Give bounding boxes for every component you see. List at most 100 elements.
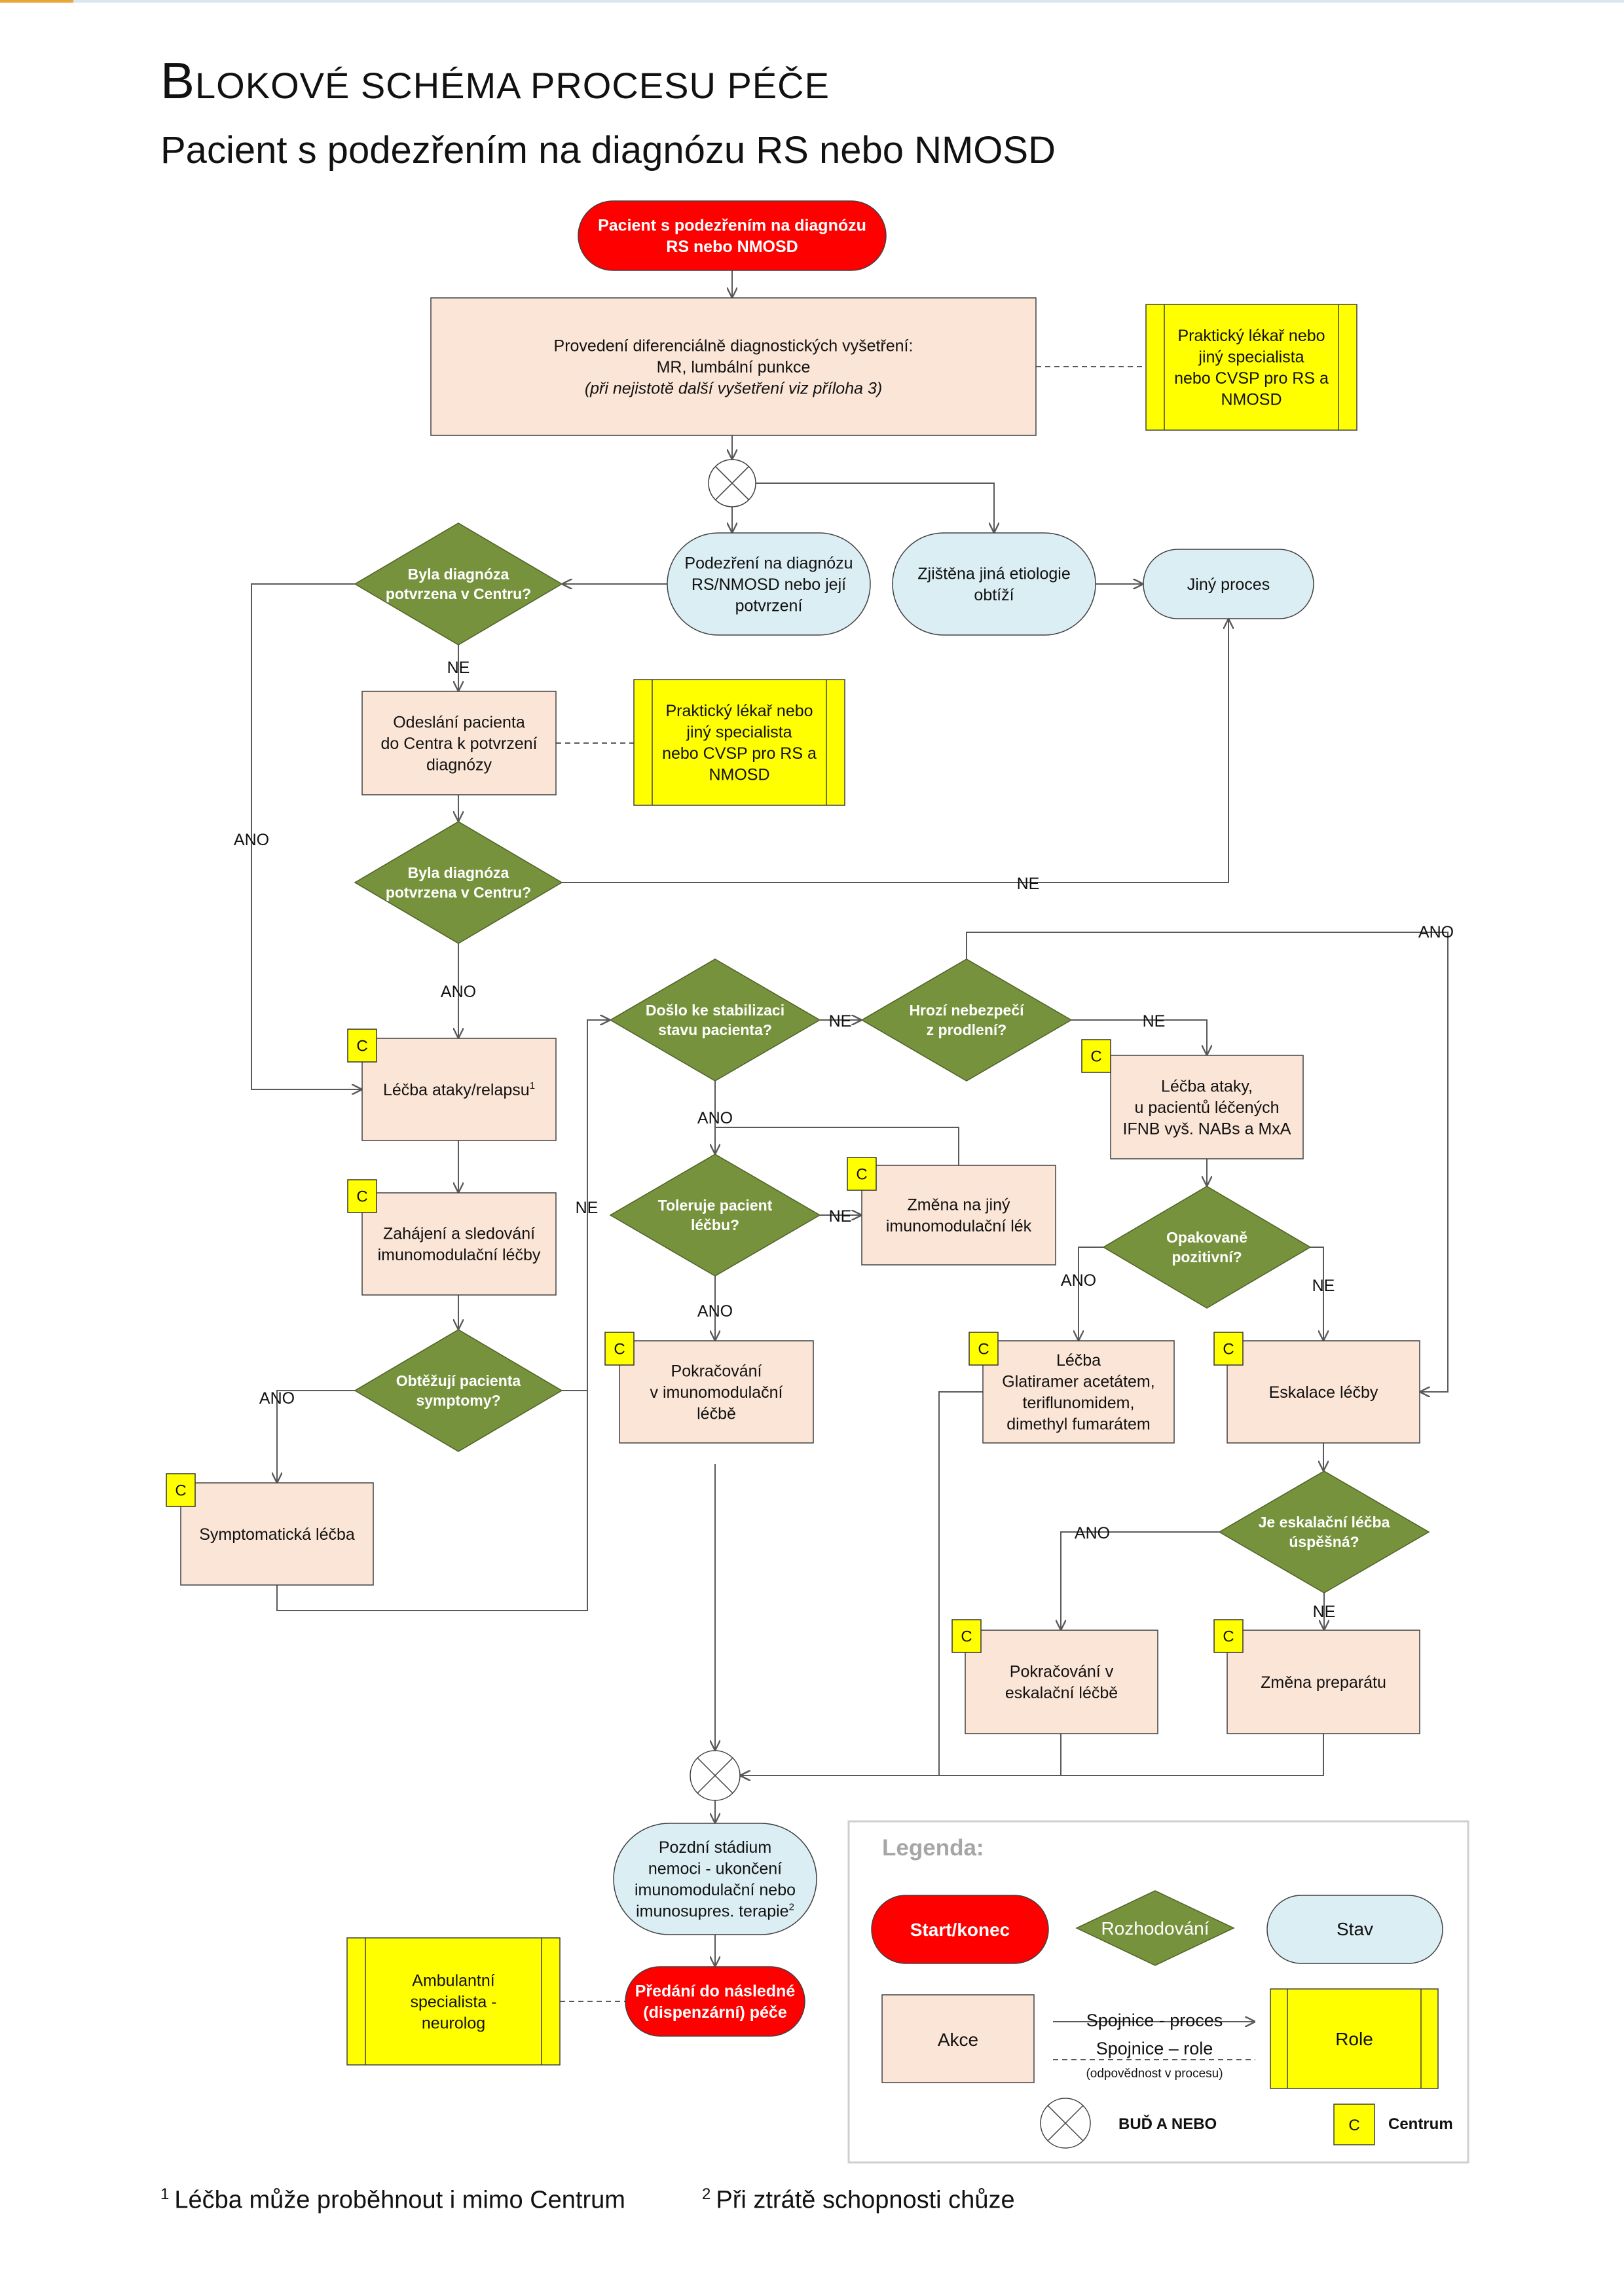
text-line: Hrozí nebezpečí [909, 1002, 1025, 1019]
text-line: C [614, 1340, 625, 1358]
text-line: nemoci - ukončení [648, 1860, 782, 1878]
legend-state-swatch [1266, 1895, 1443, 1964]
state-box [1143, 549, 1314, 619]
role-box [346, 1937, 561, 2066]
connectors [251, 270, 1449, 2002]
text-line: Léčba ataky/relapsu [383, 1081, 530, 1099]
text-line: dimethyl fumarátem [1006, 1415, 1151, 1434]
process-connector [715, 1127, 959, 1165]
text-line: Došlo ke stabilizaci [646, 1002, 784, 1019]
text-line: diagnózy [426, 756, 492, 774]
legend-decision-swatch [1075, 1890, 1235, 1966]
action-text: Pokračování v imunomodulační léčbě [650, 1362, 783, 1423]
legend-start-end-swatch [871, 1895, 1049, 1964]
terminal-text: Předání do následné(dispenzární) péče [635, 1982, 796, 2022]
text-line: potvrzení [735, 596, 803, 615]
text-line: Odeslání pacienta [393, 713, 525, 731]
process-connector [1061, 1531, 1219, 1630]
text-line: imunomodulační nebo [635, 1881, 796, 1899]
action-box [982, 1340, 1175, 1444]
centrum-badge-box [347, 1179, 377, 1213]
text-line: v imunomodulační [650, 1383, 783, 1402]
text-line: Léčba [1056, 1351, 1101, 1370]
action-box [361, 691, 557, 795]
text-line: C [356, 1188, 367, 1205]
text-line: léčbě [697, 1404, 736, 1423]
decision-decision_tolerates: Toleruje pacient léčbu? [609, 1154, 821, 1277]
text-line: imunosupres. terapie [636, 1903, 788, 1921]
action-text: Symptomatická léčba [199, 1525, 355, 1544]
text-line: potvrzena v Centru? [386, 884, 531, 901]
text-line: (při nejistotě další vyšetření viz přílo… [585, 379, 882, 397]
text-line: potvrzena v Centru? [386, 585, 531, 602]
centrum-badge: C [347, 1179, 377, 1213]
label-no: NE [1143, 1012, 1166, 1030]
centrum-badge-label: C [1223, 1340, 1234, 1358]
text-line: NMOSD [1221, 391, 1282, 409]
text-line: (dispenzární) péče [643, 2003, 787, 2022]
centrum-badge-label: C [1090, 1048, 1101, 1065]
text-line: nebo CVSP pro RS a [1174, 369, 1329, 388]
action-text: Provedení diferenciálně diagnostických v… [554, 337, 913, 397]
gate-either-or-1 [708, 459, 756, 507]
text-line: NMOSD [709, 766, 769, 784]
process-connector [756, 483, 994, 533]
text-line: RS/NMOSD nebo její [692, 575, 846, 594]
text-line: Praktický lékař nebo [665, 702, 813, 720]
label-no: NE [1017, 875, 1040, 893]
text-line: stavu pacienta? [658, 1021, 772, 1038]
decision-diamond [1102, 1186, 1312, 1309]
legend-centrum-label: Centrum [1388, 2115, 1453, 2133]
text-line: Pokračování [671, 1362, 762, 1380]
state-box [892, 532, 1096, 636]
text-line: Toleruje pacient [658, 1197, 773, 1214]
label-yes: ANO [1075, 1524, 1110, 1542]
centrum-badge: C [1081, 1039, 1111, 1073]
decision-text: Došlo ke stabilizaci stavu pacienta? [646, 1002, 784, 1038]
action-box [430, 297, 1037, 436]
centrum-badge: C [604, 1332, 635, 1366]
title-initial: B [160, 52, 196, 109]
action-text: Léčba ataky/relapsu1 [383, 1080, 535, 1099]
process-connector [276, 1020, 610, 1611]
text-line: Pacient s podezřením na diagnózu [598, 217, 866, 235]
action-box [965, 1630, 1158, 1734]
label-yes: ANO [1061, 1271, 1096, 1290]
text-line: C [175, 1482, 186, 1499]
text-line: Je eskalační léčba [1259, 1514, 1390, 1531]
action-text: Eskalace léčby [1269, 1383, 1378, 1402]
text-line: Léčba ataky, [1161, 1077, 1253, 1095]
title-rest: LOKOVÉ SCHÉMA PROCESU PÉČE [195, 65, 830, 106]
process-connector [1071, 1019, 1207, 1055]
text-line: nebo CVSP pro RS a [662, 744, 817, 763]
superscript: 2 [789, 1902, 794, 1913]
process-connector [966, 932, 1449, 1392]
action-box [180, 1482, 374, 1586]
centrum-badge-label: C [175, 1482, 186, 1499]
text-line: C [1090, 1048, 1101, 1065]
centrum-badge: C [847, 1157, 877, 1191]
text-line: Změna preparátu [1261, 1673, 1386, 1692]
centrum-badge-label: C [1223, 1628, 1234, 1645]
text-line: Ambulantní [412, 1971, 495, 1990]
top-rule [0, 0, 1624, 3]
text-line: léčbu? [691, 1216, 739, 1233]
text-line: imunomodulační lék [886, 1217, 1032, 1235]
label-no: NE [1312, 1277, 1335, 1295]
role-box [633, 679, 845, 806]
text-line: symptomy? [416, 1392, 500, 1409]
